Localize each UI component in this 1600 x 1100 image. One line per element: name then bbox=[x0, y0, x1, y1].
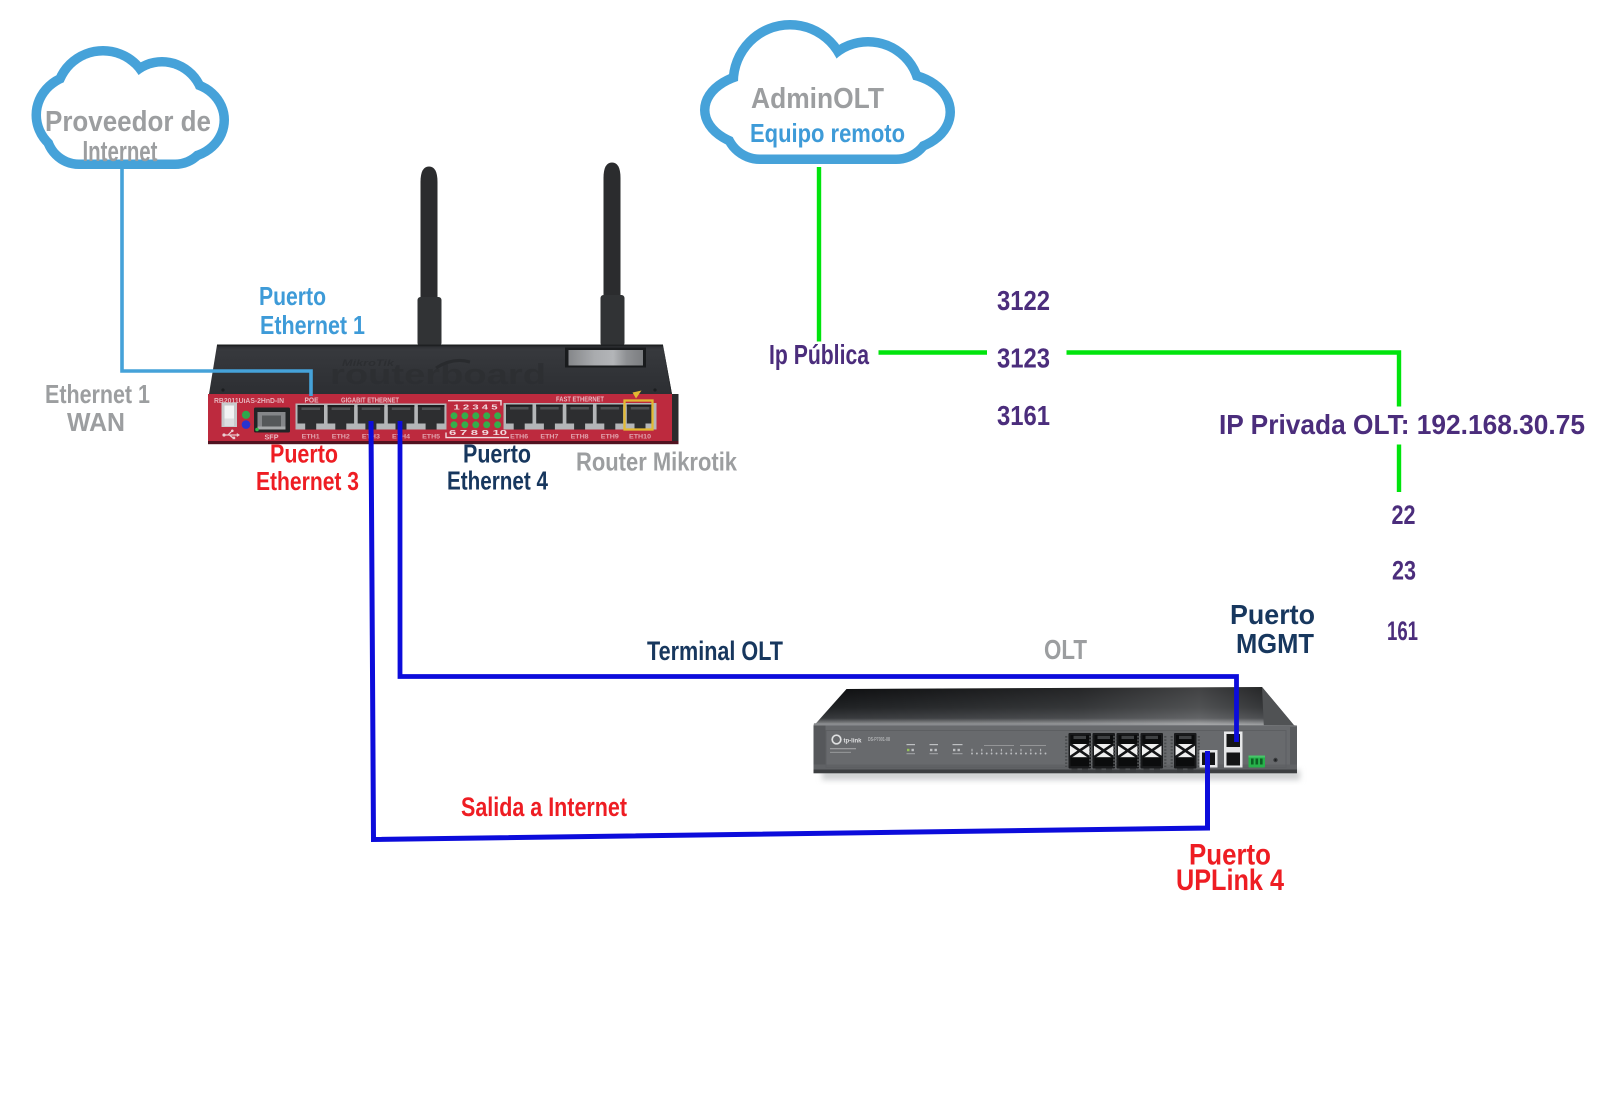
svg-text:Ethernet 4: Ethernet 4 bbox=[447, 466, 548, 496]
svg-text:Equipo remoto: Equipo remoto bbox=[750, 118, 905, 148]
svg-text:Internet: Internet bbox=[83, 136, 158, 168]
svg-text:Salida a Internet: Salida a Internet bbox=[461, 792, 627, 822]
svg-text:Ethernet 3: Ethernet 3 bbox=[256, 466, 359, 496]
svg-text:ETH5: ETH5 bbox=[422, 434, 440, 441]
svg-text:GIGABIT ETHERNET: GIGABIT ETHERNET bbox=[341, 398, 400, 405]
svg-text:3123: 3123 bbox=[997, 343, 1050, 374]
svg-text:ETH2: ETH2 bbox=[332, 434, 350, 441]
svg-text:Puerto: Puerto bbox=[1230, 599, 1315, 630]
svg-text:MikroTik: MikroTik bbox=[342, 358, 395, 368]
svg-text:ETH9: ETH9 bbox=[601, 434, 619, 441]
svg-text:IP Privada OLT: 192.168.30.75: IP Privada OLT: 192.168.30.75 bbox=[1219, 409, 1585, 440]
svg-text:DS-P7001-08: DS-P7001-08 bbox=[868, 737, 890, 743]
svg-text:Proveedor de: Proveedor de bbox=[45, 106, 211, 138]
svg-text:161: 161 bbox=[1387, 616, 1418, 646]
svg-text:ETH1: ETH1 bbox=[302, 434, 320, 441]
svg-text:ETH7: ETH7 bbox=[540, 434, 558, 441]
svg-text:Puerto: Puerto bbox=[463, 439, 531, 469]
svg-text:routerboard: routerboard bbox=[330, 359, 546, 391]
svg-text:UPLink 4: UPLink 4 bbox=[1176, 864, 1284, 897]
svg-text:OLT: OLT bbox=[1044, 634, 1087, 665]
svg-text:tp-link: tp-link bbox=[844, 738, 862, 745]
svg-text:Router Mikrotik: Router Mikrotik bbox=[576, 447, 737, 477]
svg-text:Puerto: Puerto bbox=[1189, 839, 1271, 872]
svg-text:Puerto: Puerto bbox=[259, 281, 326, 311]
svg-text:Ip Pública: Ip Pública bbox=[769, 339, 869, 370]
svg-text:22: 22 bbox=[1392, 500, 1416, 530]
svg-text:Puerto: Puerto bbox=[270, 439, 338, 469]
svg-text:1 2 3 4 5: 1 2 3 4 5 bbox=[454, 403, 499, 412]
svg-text:ETH8: ETH8 bbox=[571, 434, 589, 441]
svg-text:3122: 3122 bbox=[997, 285, 1050, 316]
svg-text:Ethernet 1: Ethernet 1 bbox=[45, 379, 150, 409]
svg-text:FAST ETHERNET: FAST ETHERNET bbox=[556, 397, 605, 404]
svg-text:MGMT: MGMT bbox=[1236, 628, 1314, 659]
svg-text:3161: 3161 bbox=[997, 400, 1050, 431]
svg-text:WAN: WAN bbox=[67, 407, 125, 437]
svg-text:Ethernet 1: Ethernet 1 bbox=[260, 310, 365, 340]
svg-text:ETH10: ETH10 bbox=[629, 434, 651, 441]
svg-text:SFP: SFP bbox=[265, 433, 279, 442]
svg-text:Terminal OLT: Terminal OLT bbox=[647, 636, 783, 666]
svg-text:POE: POE bbox=[305, 396, 319, 405]
svg-text:23: 23 bbox=[1392, 556, 1416, 586]
svg-text:ETH6: ETH6 bbox=[510, 434, 528, 441]
svg-text:RB2011UiAS-2HnD-IN: RB2011UiAS-2HnD-IN bbox=[214, 398, 284, 405]
svg-text:6 7 8 9 10: 6 7 8 9 10 bbox=[449, 428, 507, 437]
svg-text:AdminOLT: AdminOLT bbox=[751, 83, 884, 115]
